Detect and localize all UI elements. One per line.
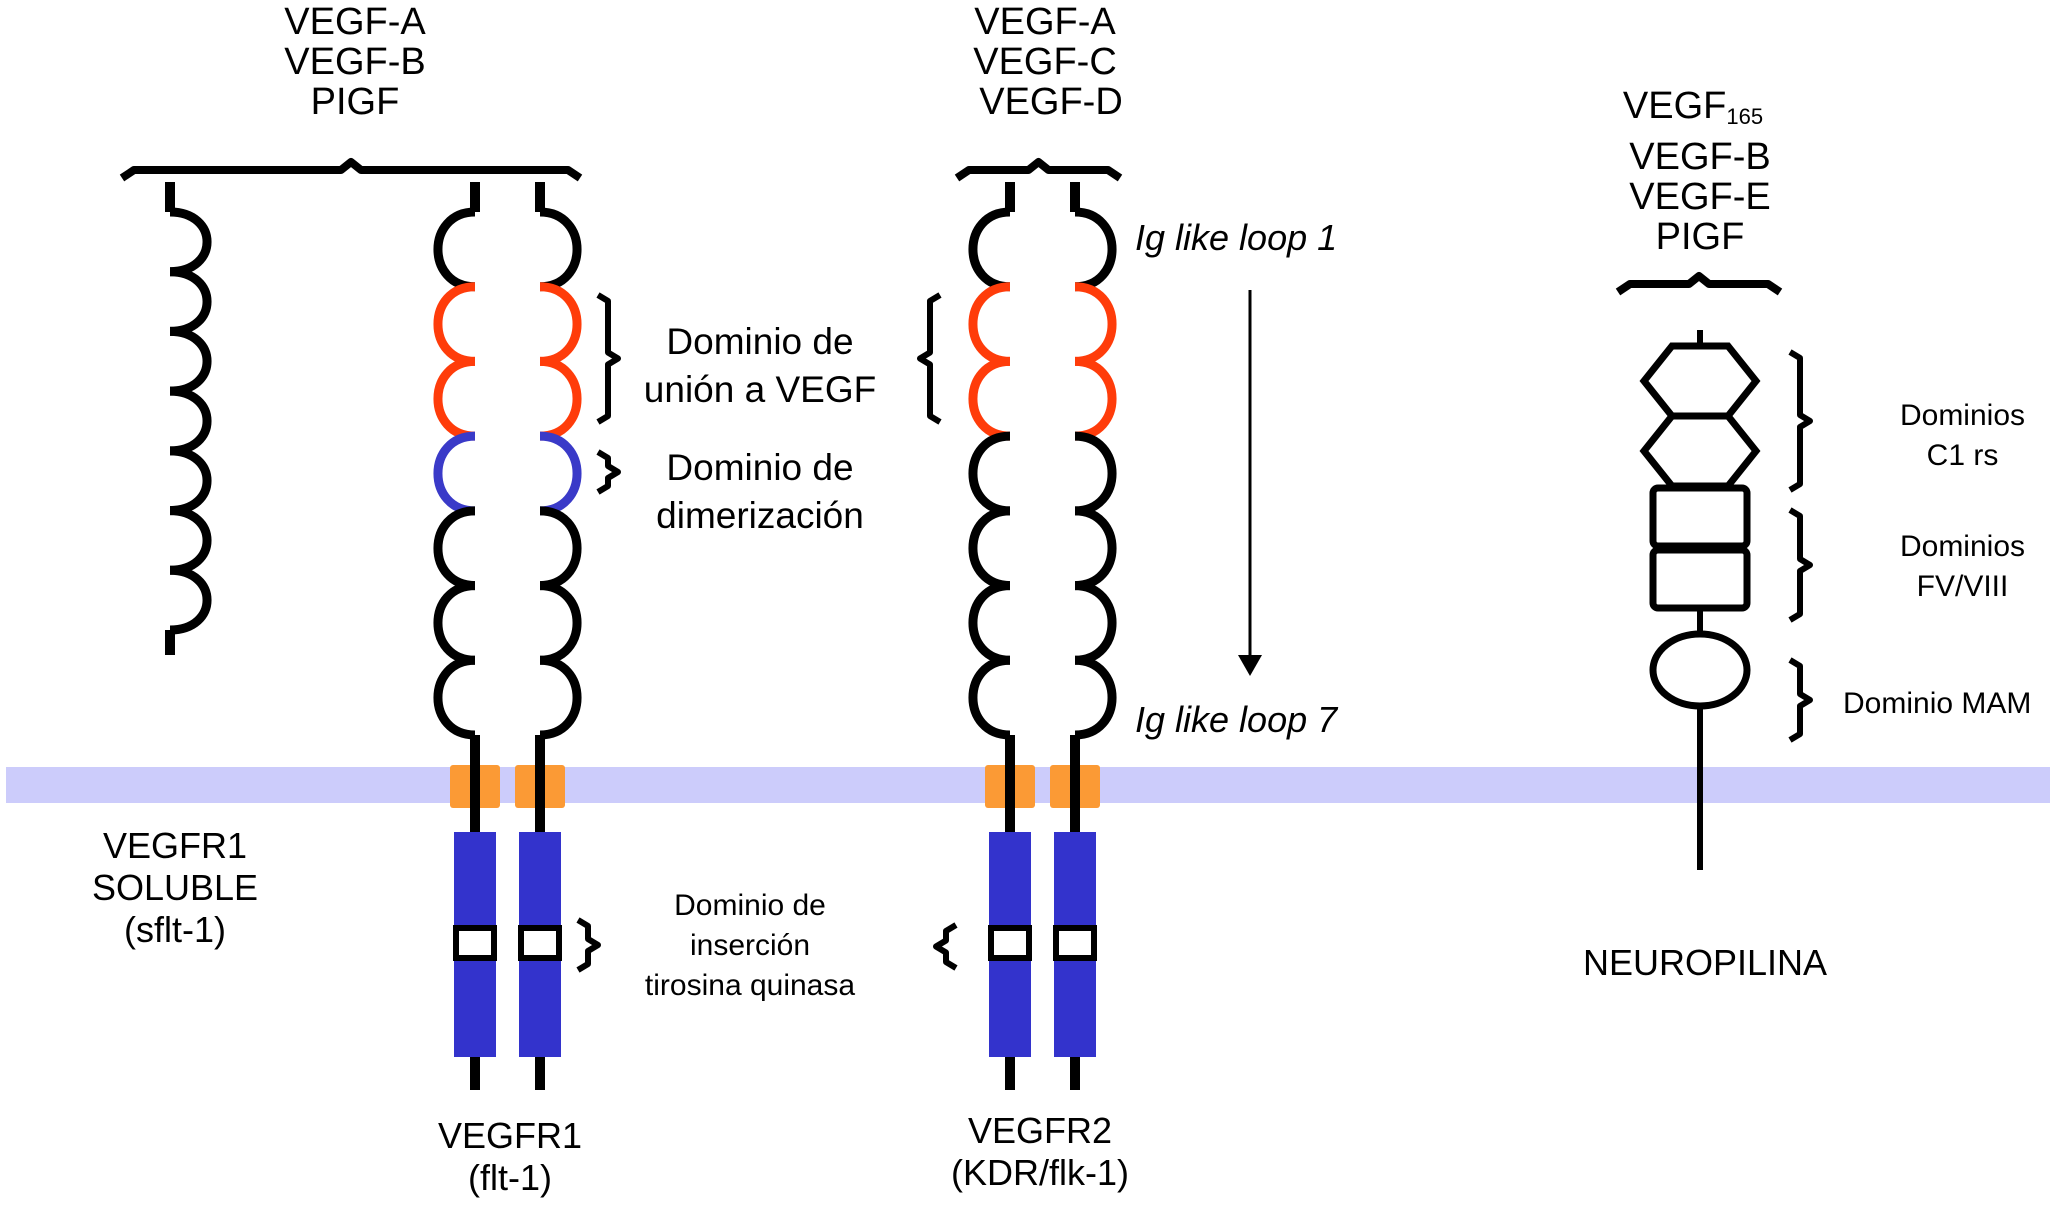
vegfr1-ligand-brace <box>119 158 583 182</box>
svegfr1-name: VEGFR1 SOLUBLE (sflt-1) <box>91 825 259 950</box>
binding-domain-label: Dominio de unión a VEGF <box>643 321 877 410</box>
arrow-head-icon <box>1238 655 1262 676</box>
c1rs-domain <box>1639 412 1761 490</box>
ig-loop <box>539 655 582 740</box>
annotation-brackets <box>576 292 1813 973</box>
ig-loop <box>539 581 582 665</box>
vegf-binding-loop <box>433 356 476 441</box>
binding-domain-bracket <box>596 292 621 425</box>
fv-viii-domain <box>1649 546 1751 612</box>
mam-domain-label: Dominio MAM <box>1843 687 2032 720</box>
kinase-insert-box <box>518 925 562 961</box>
mam-bracket <box>1788 657 1813 743</box>
ig-loop <box>169 565 212 635</box>
vegfr2-binding-domain-bracket <box>917 292 942 425</box>
mam-domain <box>1649 630 1751 710</box>
ligands-vegfr2: VEGF-A VEGF-C VEGF-D <box>940 2 1150 122</box>
kinase-insert-box <box>1053 925 1097 961</box>
ig-loop <box>169 207 212 277</box>
kinase-insert-label: Dominio de inserción tirosina quinasa <box>644 889 856 1002</box>
vegf-binding-loop <box>539 282 582 366</box>
neuropilin-structure <box>1639 330 1761 870</box>
c1rs-domain <box>1639 342 1761 420</box>
ig-loop <box>169 326 212 396</box>
neuropilin-name: NEUROPILINA <box>1582 942 1828 983</box>
vegf-binding-loop <box>1074 282 1117 366</box>
fv-viii-domain <box>1649 484 1751 550</box>
dimerization-loop <box>539 431 582 516</box>
fv-viii-bracket <box>1788 507 1813 623</box>
ligand: VEGF-E <box>1629 176 1771 218</box>
ig-loop <box>169 446 212 516</box>
ig-loop <box>433 581 476 665</box>
vegfr2-name: VEGFR2 (KDR/flk-1) <box>951 1110 1129 1193</box>
ig-loop <box>433 207 476 292</box>
ligand: VEGF-C <box>973 41 1117 83</box>
vegf-binding-loop <box>968 282 1011 366</box>
ig-loop <box>539 506 582 591</box>
kinase-insert-bracket <box>576 917 601 973</box>
vegf-binding-loop <box>1074 356 1117 441</box>
ligand-braces <box>119 158 1783 296</box>
vegfr1-name: VEGFR1 (flt-1) <box>437 1115 583 1198</box>
ig-loop <box>169 267 212 336</box>
ig-loop <box>433 655 476 740</box>
ig-loop-arrow <box>1238 290 1262 676</box>
ig-loop <box>968 581 1011 665</box>
vegfr2-kinase-insert-bracket <box>933 922 958 971</box>
ligands-vegfr1: VEGF-A VEGF-B PIGF <box>250 2 460 122</box>
kinase-insert-box <box>453 925 497 961</box>
ig-loop <box>968 655 1011 740</box>
ligand: VEGF-D <box>979 81 1123 123</box>
ig-loop-1-label: Ig like loop 1 <box>1135 217 1338 258</box>
dimerization-loop <box>433 431 476 516</box>
ig-loop <box>1074 655 1117 740</box>
vegf-binding-loop <box>433 282 476 366</box>
receptor-strands <box>165 182 1117 1090</box>
fv-viii-domain-label: Dominios FV/VIII <box>1899 530 2026 603</box>
vegf-binding-loop <box>539 356 582 441</box>
ig-loop <box>169 386 212 456</box>
ig-loop <box>1074 581 1117 665</box>
ig-loop <box>1074 431 1117 516</box>
c1rs-bracket <box>1788 349 1813 493</box>
ligand: VEGF-A <box>974 1 1116 43</box>
dimerization-domain-label: Dominio de dimerización <box>656 447 864 536</box>
vegf-binding-loop <box>968 356 1011 441</box>
ligand: PIGF <box>1655 216 1745 258</box>
ig-loop <box>968 506 1011 591</box>
ig-loop <box>539 207 582 292</box>
ligand: VEGF165 <box>1622 85 1764 129</box>
ig-loop <box>968 207 1011 292</box>
ligand: PIGF <box>310 81 400 123</box>
kinase-insert-box <box>988 925 1032 961</box>
ig-loop-7-label: Ig like loop 7 <box>1135 699 1338 740</box>
vegfr2-ligand-brace <box>954 158 1123 182</box>
ligand: VEGF-B <box>1629 136 1771 178</box>
ig-loop <box>433 506 476 591</box>
dimerization-domain-bracket <box>596 449 621 495</box>
c1rs-domain-label: Dominios C1 rs <box>1899 399 2026 472</box>
ig-loop <box>169 506 212 575</box>
ig-loop <box>1074 506 1117 591</box>
ig-loop <box>968 431 1011 516</box>
neuropilin-ligand-brace <box>1615 272 1783 296</box>
ig-loop <box>1074 207 1117 292</box>
ligands-neuropilin: VEGF165 VEGF-B VEGF-E PIGF <box>1600 86 1800 257</box>
ligand: VEGF-B <box>284 41 426 83</box>
ligand: VEGF-A <box>284 1 426 43</box>
